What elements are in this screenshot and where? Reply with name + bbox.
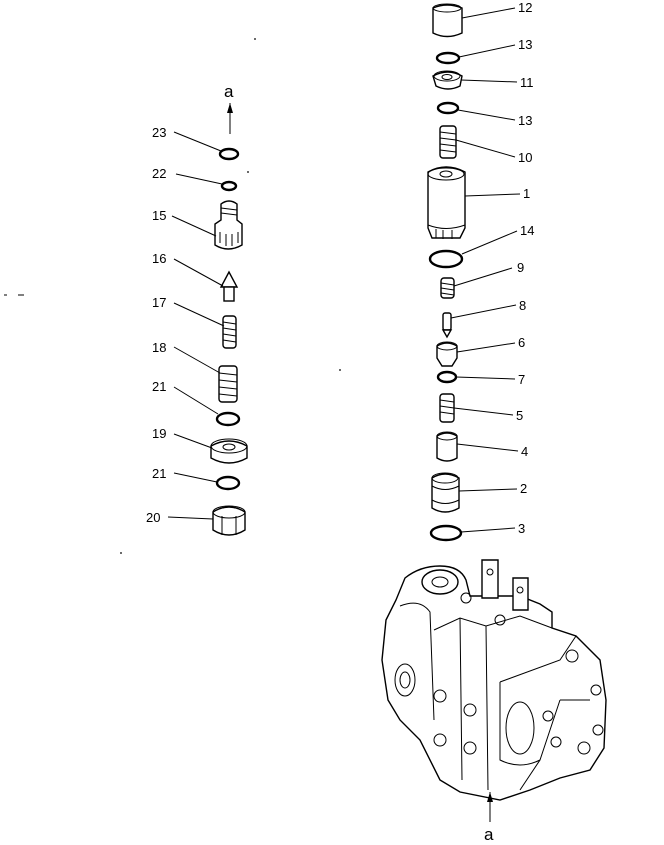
part-4-sleeve: [436, 431, 458, 462]
reference-arrow-bottom: [487, 792, 493, 822]
scan-specks: [4, 38, 341, 554]
part-23-o-ring: [218, 147, 240, 161]
callout-13-upper: 13: [518, 37, 532, 52]
callout-5: 5: [516, 408, 523, 423]
callout-21-lower: 21: [152, 466, 166, 481]
part-6-poppet: [436, 341, 458, 367]
part-17-spring: [222, 315, 237, 349]
part-13-o-ring-upper: [435, 51, 461, 65]
callout-19: 19: [152, 426, 166, 441]
callout-18: 18: [152, 340, 166, 355]
callout-20: 20: [146, 510, 160, 525]
part-14-o-ring: [428, 249, 464, 269]
part-8-pin: [441, 312, 453, 339]
callout-10: 10: [518, 150, 532, 165]
part-21-washer-lower: [215, 475, 241, 491]
callout-6: 6: [518, 335, 525, 350]
part-11-nut: [432, 70, 463, 90]
callout-22: 22: [152, 166, 166, 181]
part-19-nut: [210, 438, 248, 464]
callout-21-upper: 21: [152, 379, 166, 394]
reference-arrow-top: [227, 103, 233, 134]
part-1-valve-body: [427, 166, 466, 239]
part-16-cone: [219, 270, 239, 302]
callout-12: 12: [518, 0, 532, 15]
callout-1: 1: [523, 186, 530, 201]
part-18-screw: [218, 365, 238, 403]
callout-15: 15: [152, 208, 166, 223]
part-21-washer-upper: [215, 411, 241, 427]
part-9-spring: [440, 277, 455, 299]
part-15-relief-valve: [214, 200, 243, 250]
callout-2: 2: [520, 481, 527, 496]
part-3-o-ring: [429, 524, 463, 542]
leader-lines: [167, 7, 521, 533]
part-20-cap-nut: [212, 505, 246, 536]
callout-23: 23: [152, 125, 166, 140]
reference-letter-top: a: [224, 82, 234, 101]
callout-8: 8: [519, 298, 526, 313]
callout-9: 9: [517, 260, 524, 275]
part-13-o-ring-lower: [436, 101, 460, 115]
reference-letter-bottom: a: [484, 825, 494, 844]
control-valve-block: [381, 559, 607, 801]
part-22-o-ring: [220, 180, 238, 192]
callout-13-lower: 13: [518, 113, 532, 128]
callout-16: 16: [152, 251, 166, 266]
part-12-cap: [432, 3, 463, 38]
callout-3: 3: [518, 521, 525, 536]
part-10-spring: [439, 125, 457, 159]
part-5-spring: [439, 393, 455, 423]
part-2-seat: [431, 472, 460, 513]
callout-4: 4: [521, 444, 528, 459]
callout-11: 11: [520, 75, 534, 90]
callout-7: 7: [518, 372, 525, 387]
callout-14: 14: [520, 223, 534, 238]
callout-17: 17: [152, 295, 166, 310]
part-7-o-ring: [436, 370, 458, 384]
